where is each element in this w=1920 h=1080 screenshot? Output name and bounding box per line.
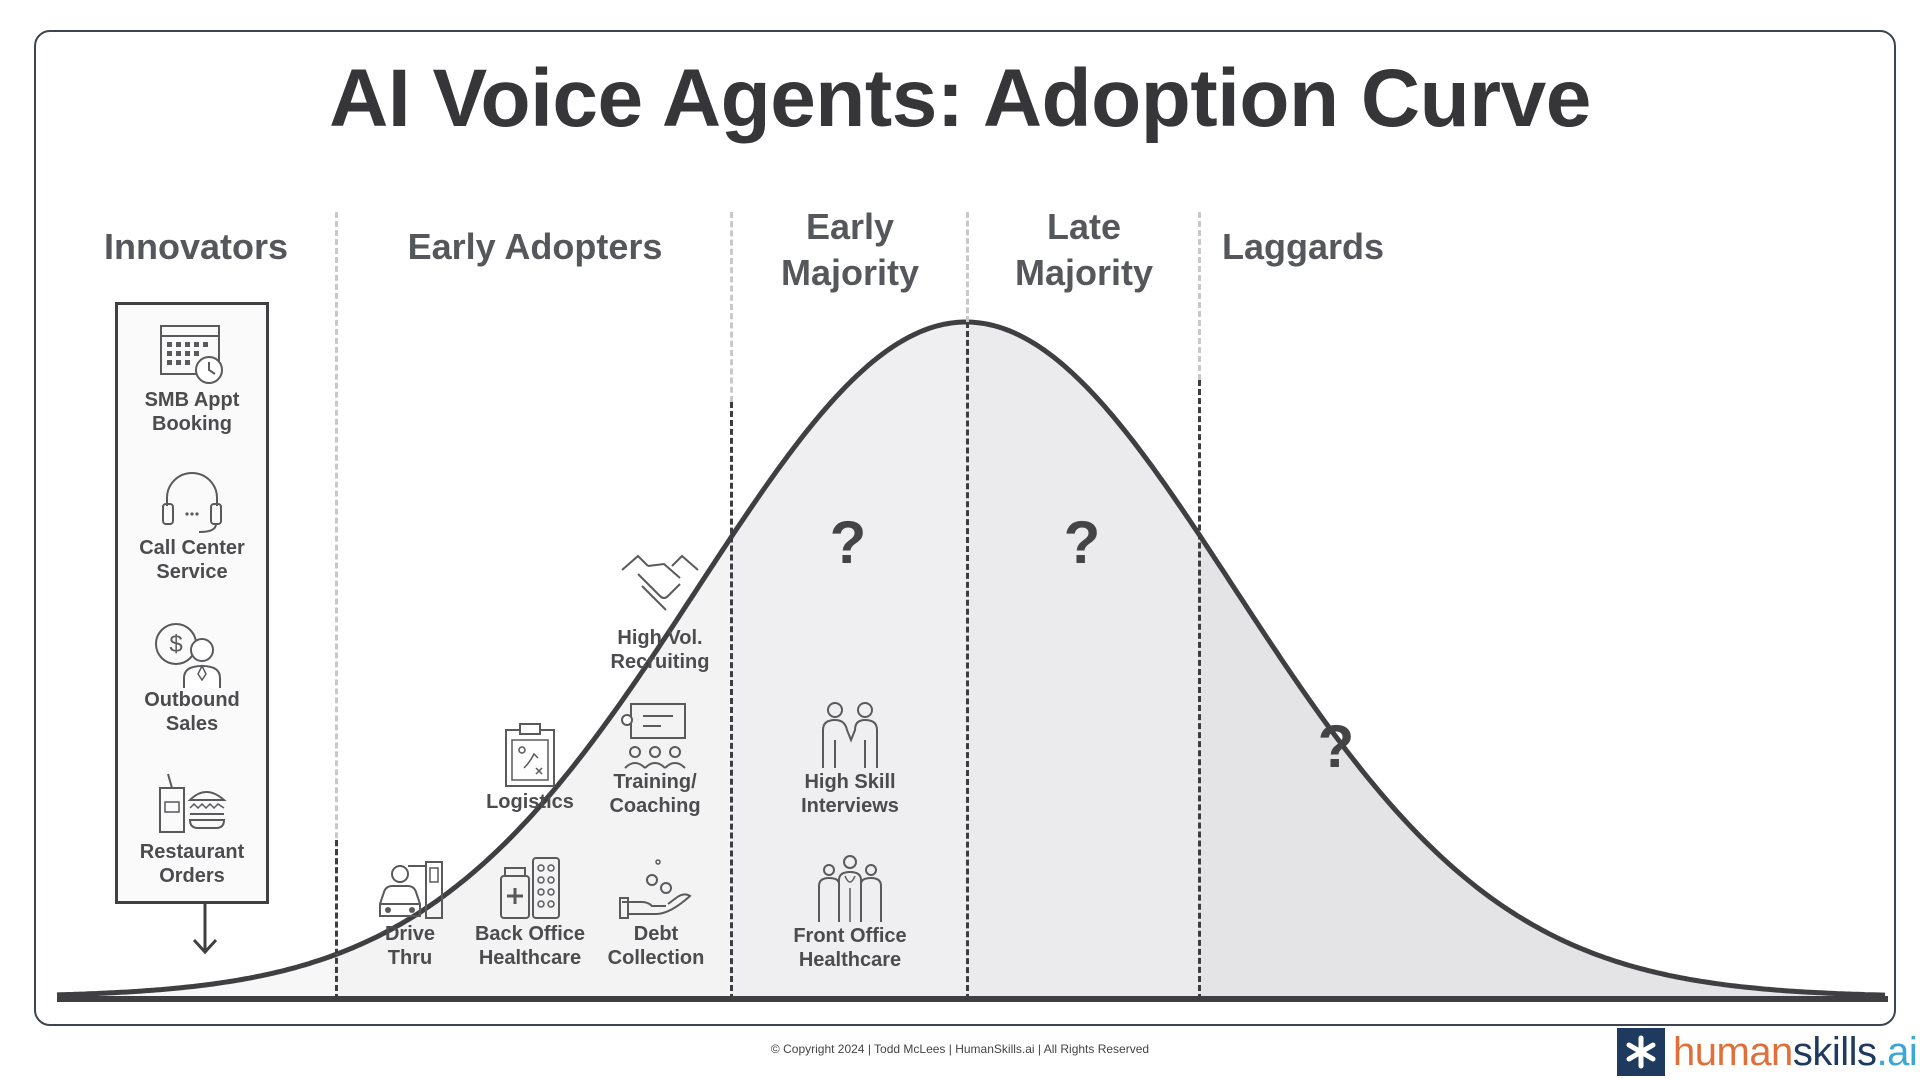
- bell-curve-line: [56, 319, 1886, 998]
- use-case-label: Drive Thru: [384, 923, 436, 969]
- use-case-back-office-healthcare: Back Office Healthcare: [466, 856, 594, 970]
- question-laggards: ?: [1317, 713, 1355, 780]
- stage-late-majority: Late Majority: [1014, 206, 1154, 293]
- use-case-outbound-sales: $ Outbound Sales: [117, 620, 267, 736]
- use-case-label: High Vol. Recruiting: [610, 627, 710, 673]
- page-title: AI Voice Agents: Adoption Curve: [329, 53, 1591, 144]
- stage-early-adopters: Early Adopters: [407, 226, 663, 267]
- interview-icon: [822, 702, 878, 768]
- divider-early-adopters: [730, 402, 733, 1000]
- use-case-label: Restaurant Orders: [139, 841, 245, 887]
- laggards-shade: [1199, 322, 1888, 997]
- drive-thru-icon: [379, 861, 443, 919]
- use-case-front-office-healthcare: Front Office Healthcare: [786, 854, 914, 972]
- use-case-label: High Skill Interviews: [801, 771, 899, 817]
- divider-early-majority-upper: [966, 212, 969, 322]
- coins-hand-icon: [619, 859, 692, 919]
- divider-early-adopters-upper: [730, 212, 733, 402]
- salesperson-icon: $: [155, 623, 221, 688]
- use-case-high-skill-interviews: High Skill Interviews: [786, 700, 914, 818]
- use-case-smb-appt-booking: SMB Appt Booking: [117, 320, 267, 436]
- use-case-label: Call Center Service: [139, 537, 245, 583]
- calendar-clock-icon: [160, 325, 223, 384]
- use-case-drive-thru: Drive Thru: [350, 856, 470, 970]
- innovators-box: [115, 302, 269, 904]
- arrow-down-icon: [192, 904, 218, 955]
- use-case-label: Back Office Healthcare: [474, 923, 586, 969]
- asterisk-logo-icon: [1617, 1028, 1665, 1076]
- medicine-icon: [500, 857, 560, 919]
- stage-early-majority: Early Majority: [780, 206, 920, 293]
- use-case-training-coaching: Training/ Coaching: [595, 700, 715, 818]
- use-case-label: SMB Appt Booking: [144, 389, 240, 435]
- use-case-high-vol-recruiting: High Vol. Recruiting: [600, 548, 720, 674]
- brand-skills: skills: [1792, 1029, 1877, 1074]
- medical-staff-icon: [818, 855, 882, 922]
- use-case-debt-collection: Debt Collection: [596, 856, 716, 970]
- use-case-label: Outbound Sales: [144, 689, 240, 735]
- use-case-restaurant-orders: Restaurant Orders: [117, 772, 267, 888]
- use-case-logistics: Logistics: [470, 722, 590, 814]
- divider-innovators-lower: [335, 840, 338, 1000]
- use-case-label: Training/ Coaching: [609, 771, 701, 817]
- stage-innovators: Innovators: [103, 226, 289, 267]
- copyright-footer: © Copyright 2024 | Todd McLees | HumanSk…: [770, 1042, 1150, 1056]
- divider-early-majority: [966, 322, 969, 1000]
- use-case-label: Debt Collection: [607, 923, 705, 969]
- fast-food-icon: [159, 773, 227, 833]
- divider-late-majority: [1198, 380, 1201, 1000]
- stage-laggards: Laggards: [1222, 226, 1385, 267]
- brand-human: human: [1673, 1029, 1793, 1074]
- presentation-icon: [621, 703, 686, 769]
- brand-ai: .ai: [1876, 1029, 1918, 1074]
- diagram-frame: [34, 30, 1896, 1026]
- clipboard-icon: [505, 723, 555, 787]
- handshake-icon: [621, 554, 699, 611]
- use-case-label: Logistics: [486, 791, 574, 813]
- use-case-call-center-service: Call Center Service: [117, 468, 267, 584]
- use-case-label: Front Office Healthcare: [793, 925, 907, 971]
- question-late-majority: ?: [1063, 509, 1101, 576]
- divider-late-majority-upper: [1198, 212, 1201, 380]
- headset-icon: [162, 472, 222, 533]
- divider-innovators: [335, 212, 338, 1000]
- late-majority-shade: [967, 322, 1199, 997]
- question-early-majority: ?: [829, 509, 867, 576]
- svg-text:$: $: [169, 631, 182, 658]
